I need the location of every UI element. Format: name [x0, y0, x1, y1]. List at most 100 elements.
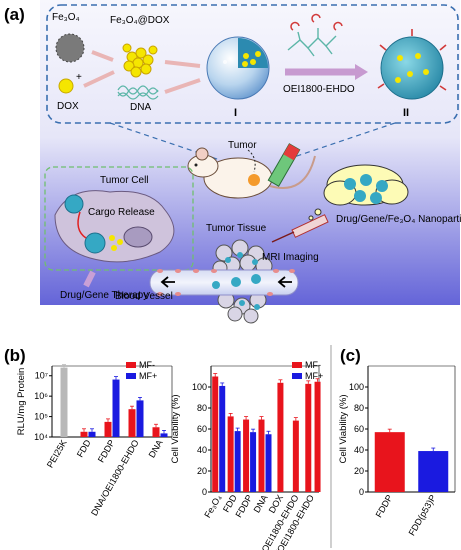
syringe-icon [271, 214, 329, 243]
ehdo-linker-icon [290, 13, 343, 31]
bar-MF [234, 431, 241, 492]
y-axis-label: Cell Viability (%) [170, 395, 181, 464]
bar-MF [136, 400, 144, 437]
blood-vessel-label: Blood Vessel [115, 291, 173, 302]
fe3o4-dox-label: Fe₃O₄@DOX [110, 15, 170, 26]
bar-MF- [227, 416, 234, 492]
dox-label: DOX [57, 101, 79, 112]
therapy-label: Drug/Gene Therapy [60, 290, 148, 301]
x-tick-label: FDD(p53)P [407, 493, 438, 537]
arrow-dna-to-sphere-icon [164, 78, 201, 94]
nanoparticle-ii-icon [377, 29, 447, 100]
panel-b-label: (b) [4, 346, 26, 365]
bar-MF- [212, 376, 219, 492]
vessel-np-icon [212, 274, 261, 289]
bar-MF [265, 434, 272, 492]
y-tick-label: 60 [354, 424, 364, 434]
cell-np-released-icon [84, 232, 106, 254]
y-tick-label: 80 [354, 403, 364, 413]
y-tick-label: 40 [197, 445, 207, 455]
bar-MF- [277, 382, 284, 492]
fe3o4-dox-cluster-icon [122, 43, 158, 78]
tumor-cell-label: Tumor Cell [100, 175, 149, 186]
bar [374, 432, 405, 492]
bar-MF- [314, 381, 321, 492]
y-tick-label: 10⁴ [34, 432, 48, 442]
tumor-tissue-label: Tumor Tissue [206, 223, 267, 234]
dna-strand-icon [117, 85, 159, 100]
bar-MF [112, 379, 120, 437]
arrow-fe3o4-icon [91, 50, 114, 62]
panel-c-label: (c) [340, 346, 361, 365]
legend-label: MF+ [305, 371, 323, 381]
panel-a-label: (a) [4, 5, 25, 24]
nanoparticle-cloud-icon [308, 164, 409, 221]
arrow-oei-head-icon [355, 64, 368, 80]
tumor-label: Tumor [228, 140, 257, 151]
y-tick-label: 10⁷ [35, 371, 48, 381]
x-tick-label: DNA/OEI1800-EHDO [89, 438, 141, 518]
therapy-arrow-icon [83, 270, 96, 288]
bar-MF- [104, 421, 112, 437]
blood-vessel-icon [149, 269, 299, 296]
x-tick-label: DNA [252, 493, 270, 514]
release-arrow-icon [77, 211, 87, 239]
legend-label: MF+ [139, 371, 157, 381]
vial-icon [267, 143, 301, 187]
legend-swatch [126, 373, 136, 379]
zoom-line-left [109, 122, 221, 161]
flow-arrow-right-icon [277, 276, 292, 288]
zoom-line-right [284, 122, 396, 161]
x-tick-label: PEI25K [45, 438, 69, 469]
mri-label: MRI Imaging [262, 252, 319, 263]
x-tick-label: DNA [147, 438, 165, 459]
y-axis-label: Cell Viability (%) [338, 395, 349, 464]
oei-label: OEI1800-EHDO [283, 84, 355, 95]
y-tick-label: 0 [202, 487, 207, 497]
nanoparticle-i-icon [206, 36, 270, 100]
synthesis-dashed-box [46, 4, 459, 124]
legend-swatch [292, 362, 302, 368]
x-tick-label: FDD [75, 438, 93, 459]
bar-MF [160, 433, 168, 437]
tumor-tissue-icon [212, 239, 273, 324]
y-tick-label: 10⁶ [34, 391, 48, 401]
y-tick-label: 20 [354, 466, 364, 476]
tumor-cell-box [44, 166, 194, 271]
cargo-release-label: Cargo Release [88, 207, 155, 218]
y-tick-label: 100 [349, 382, 364, 392]
bar-MF [250, 432, 257, 492]
nanoparticle-i-label: I [234, 107, 237, 119]
y-tick-label: 60 [197, 424, 207, 434]
fe3o4-label: Fe₃O₄ [52, 12, 80, 23]
red-blood-cell-icon [157, 269, 295, 296]
y-tick-label: 20 [197, 466, 207, 476]
y-tick-label: 80 [197, 403, 207, 413]
bar-MF [219, 385, 226, 492]
bar-MF- [292, 420, 299, 492]
dna-label: DNA [130, 102, 151, 113]
panel-a: (a) Fe₃O₄ + DOX Fe₃O₄@DOX [4, 0, 461, 324]
tumor-pointer-icon [247, 149, 256, 173]
arrow-to-sphere-icon [164, 60, 201, 68]
flow-arrow-left-icon [160, 276, 175, 288]
bar-MF [88, 431, 96, 437]
oei-polymer-icon [287, 28, 337, 57]
y-tick-label: 40 [354, 445, 364, 455]
drug-np-label: Drug/Gene/Fe₃O₄ Nanoparticle [336, 214, 461, 225]
bar [60, 367, 68, 437]
y-tick-label: 0 [359, 487, 364, 497]
legend-label: MF- [139, 360, 155, 370]
y-tick-label: 100 [192, 382, 207, 392]
nanoparticle-ii-label: II [403, 107, 409, 119]
bar-MF- [152, 427, 160, 437]
bar-MF- [80, 431, 88, 437]
y-axis-label: RLU/mg Protein [16, 368, 27, 436]
fe3o4-particle-icon [55, 33, 85, 63]
legend-swatch [292, 373, 302, 379]
bar-MF- [258, 419, 265, 492]
bar-MF- [243, 419, 250, 492]
